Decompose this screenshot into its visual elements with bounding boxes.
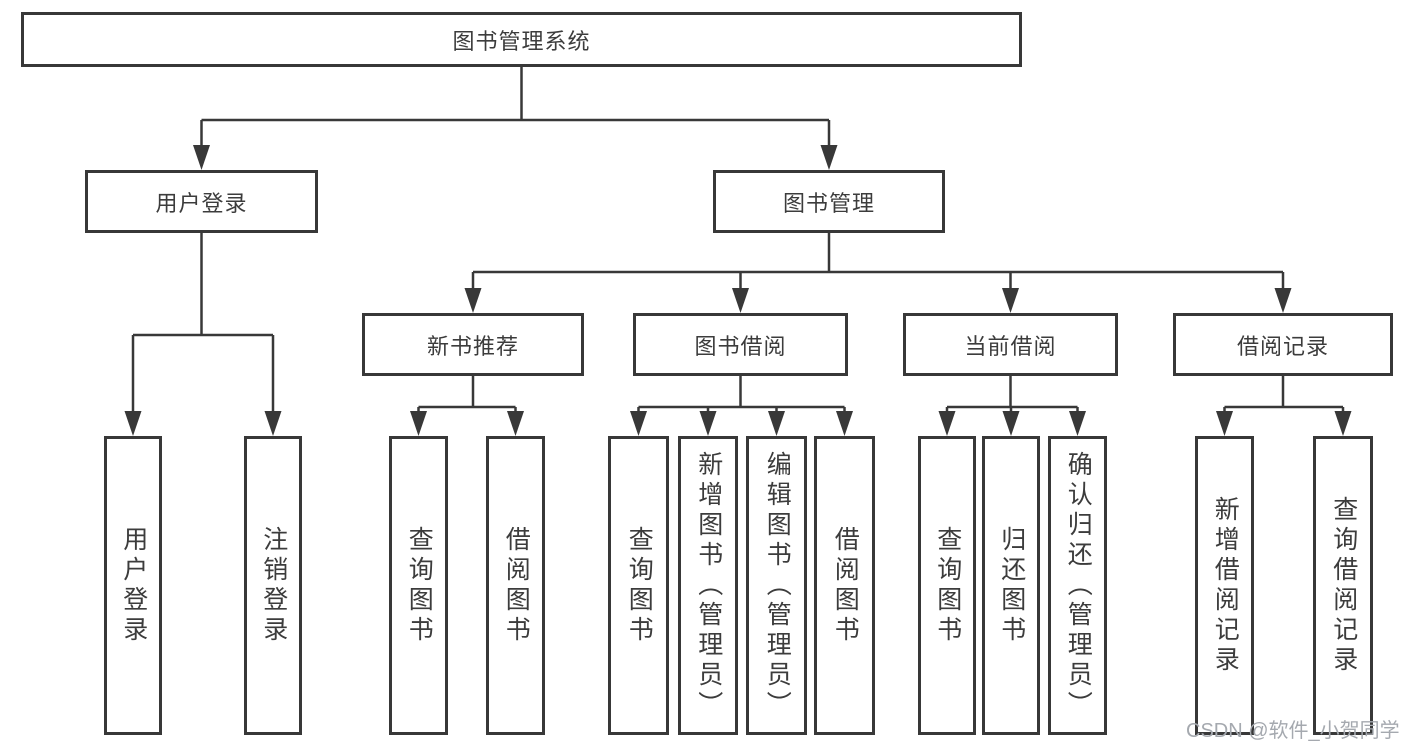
leaf-return-book: 归还图书 [982,436,1040,735]
leaf-label: 新增借阅记录 [1211,495,1240,676]
node-label: 新书推荐 [426,333,519,359]
node-new-book-recommendation: 新书推荐 [362,313,584,376]
node-label: 图书借阅 [694,333,787,359]
arrow-icon [1002,411,1020,436]
arrow-icon [193,145,210,170]
leaf-query-borrow-record: 查询借阅记录 [1313,436,1373,735]
arrow-icon [938,411,956,436]
leaf-label: 确认归还（管理员） [1064,450,1093,721]
leaf-label: 借阅图书 [831,525,860,646]
leaf-label: 查询图书 [405,525,434,646]
leaf-query-books: 查询图书 [389,436,448,735]
node-label: 用户登录 [155,190,248,216]
leaf-confirm-return-admin: 确认归还（管理员） [1048,436,1107,735]
arrow-icon [630,411,647,436]
arrow-icon [410,411,427,436]
node-label: 图书管理系统 [452,28,591,54]
leaf-logout: 注销登录 [244,436,302,735]
arrow-icon [1216,411,1233,436]
arrow-icon [264,411,282,436]
leaf-query-books: 查询图书 [918,436,976,735]
leaf-borrow-books: 借阅图书 [486,436,545,735]
node-book-borrowing: 图书借阅 [633,313,848,376]
node-current-borrowing: 当前借阅 [903,313,1118,376]
arrowheads [124,145,1352,436]
arrow-icon [699,411,717,436]
arrow-icon [464,288,482,313]
leaf-label: 编辑图书（管理员） [763,450,792,721]
node-label: 借阅记录 [1236,333,1329,359]
node-borrowing-records: 借阅记录 [1173,313,1393,376]
node-book-management: 图书管理 [713,170,945,233]
leaf-label: 新增图书（管理员） [694,450,723,721]
leaf-label: 查询图书 [933,525,962,646]
leaf-query-books: 查询图书 [608,436,669,735]
arrow-icon [768,411,785,436]
node-label: 图书管理 [782,190,875,216]
leaf-add-borrow-record: 新增借阅记录 [1195,436,1254,735]
leaf-label: 归还图书 [997,525,1026,646]
node-user-login: 用户登录 [85,170,318,233]
leaf-label: 用户登录 [119,525,148,646]
arrow-icon [1069,411,1086,436]
node-label: 当前借阅 [964,333,1057,359]
arrow-icon [1002,288,1019,313]
arrow-icon [124,411,142,436]
arrow-icon [836,411,853,436]
arrow-icon [507,411,524,436]
node-library-management-system: 图书管理系统 [21,12,1022,67]
leaf-borrow-books: 借阅图书 [814,436,875,735]
arrow-icon [1274,288,1292,313]
leaf-label: 注销登录 [259,525,288,646]
leaf-label: 借阅图书 [502,525,531,646]
arrow-icon [820,145,838,170]
leaf-edit-book-admin: 编辑图书（管理员） [746,436,807,735]
csdn-watermark: CSDN @软件_小贺同学 [1186,720,1400,742]
arrow-icon [1334,411,1352,436]
leaf-label: 查询借阅记录 [1329,495,1358,676]
leaf-label: 查询图书 [625,525,654,646]
leaf-user-login: 用户登录 [104,436,162,735]
arrow-icon [732,288,749,313]
leaf-add-book-admin: 新增图书（管理员） [678,436,738,735]
